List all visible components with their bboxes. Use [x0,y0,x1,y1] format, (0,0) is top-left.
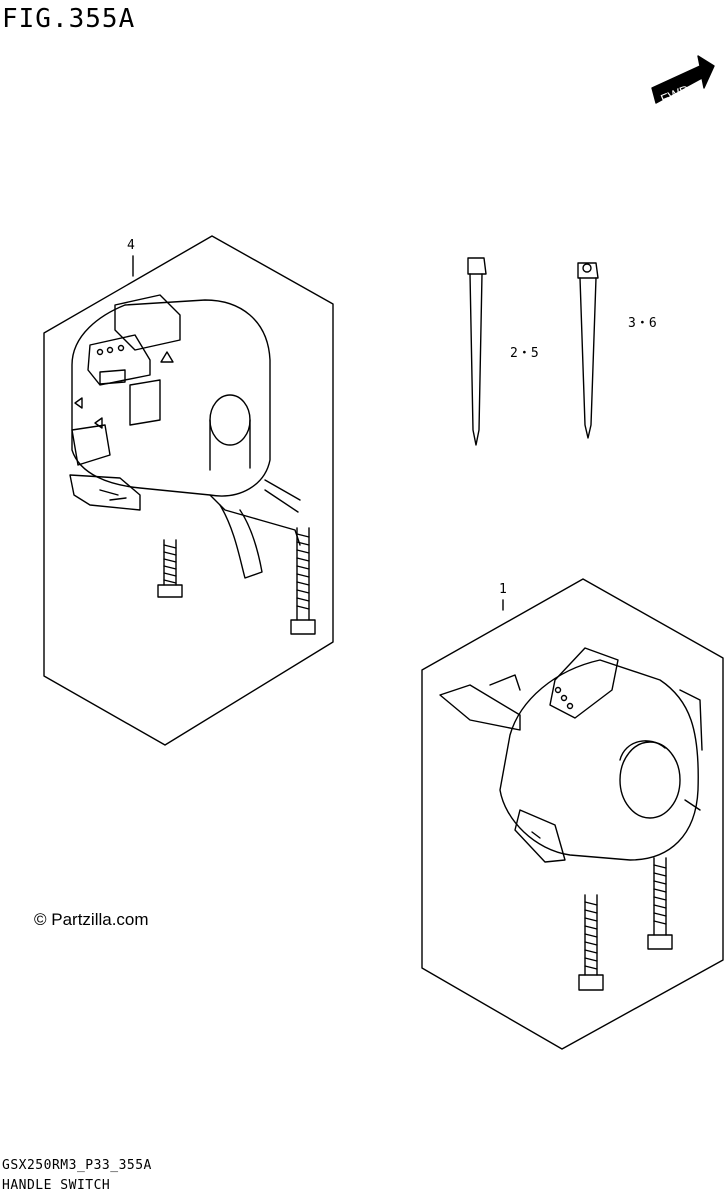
part-4-outline [43,235,334,746]
figure-title: FIG.355A [2,4,136,34]
section-name: HANDLE SWITCH [2,1178,111,1193]
part-1-outline [421,578,724,1050]
cable-tie-3-6 [577,262,599,439]
cable-tie-2-5 [467,257,487,446]
model-code: GSX250RM3_P33_355A [2,1158,152,1173]
screw-right-long [578,894,604,991]
screw-short [157,539,183,598]
fwd-arrow-icon: FWD [651,55,715,107]
screw-right-short [647,857,673,950]
screw-long [290,527,316,635]
callout-part-4: 4 [127,238,135,253]
callout-part-1: 1 [499,582,507,597]
right-handlebar-switch [439,647,703,863]
left-handlebar-switch [69,294,301,579]
callout-part-2-5: 2・5 [510,346,539,361]
partzilla-watermark: © Partzilla.com [34,910,149,929]
callout-part-3-6: 3・6 [628,316,657,331]
